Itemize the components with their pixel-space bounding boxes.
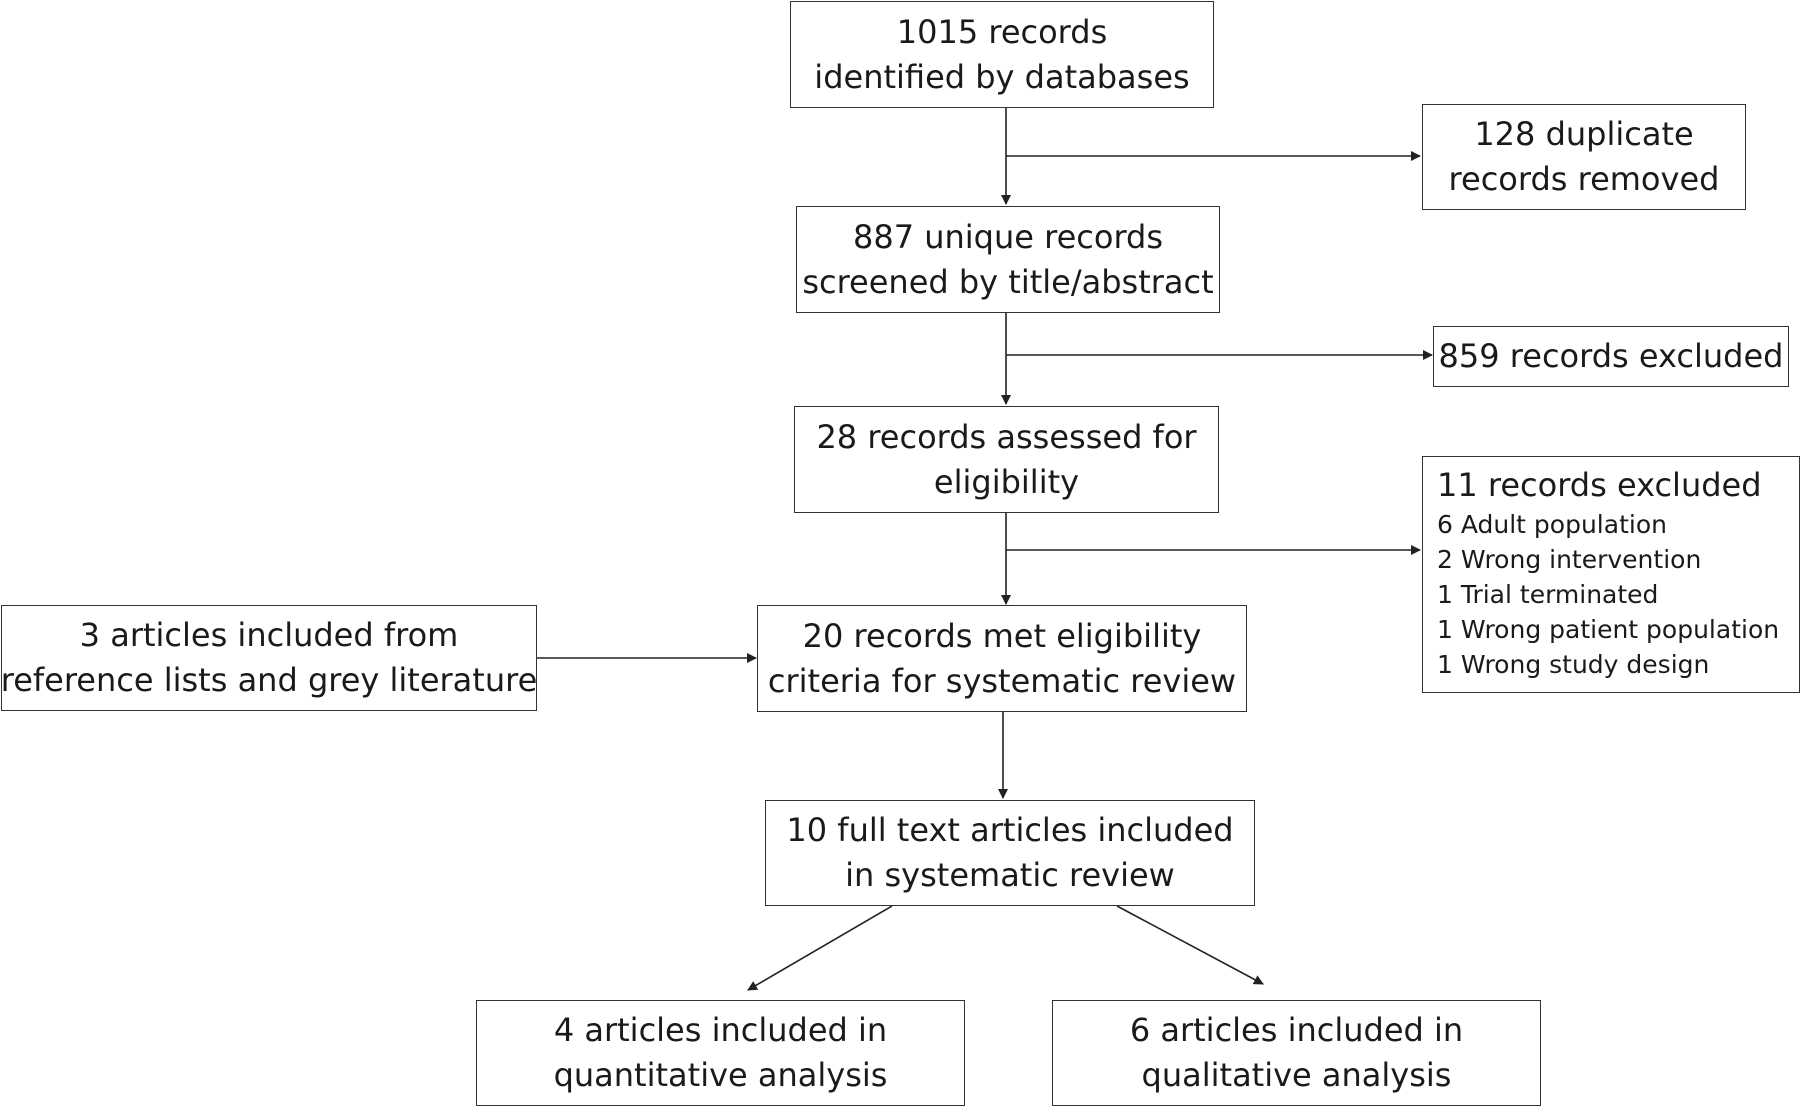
box-line: 3 articles included from — [79, 616, 459, 654]
box-line: qualitative analysis — [1141, 1056, 1452, 1094]
full-text-included-box: 10 full text articles included in system… — [765, 800, 1255, 906]
exclusion-reason: 1 Trial terminated — [1437, 580, 1659, 609]
box-line: 28 records assessed for — [816, 417, 1197, 456]
box-line: identified by databases — [814, 57, 1190, 96]
box-line: screened by title/abstract — [802, 262, 1214, 301]
qualitative-analysis-box: 6 articles included in qualitative analy… — [1052, 1000, 1541, 1106]
arrow-included-to-quantitative — [747, 905, 893, 991]
exclusion-reason: 6 Adult population — [1437, 510, 1667, 539]
box-line: 20 records met eligibility — [802, 616, 1202, 655]
quantitative-analysis-box: 4 articles included in quantitative anal… — [476, 1000, 965, 1106]
box-line: 4 articles included in — [553, 1011, 888, 1049]
box-line: records removed — [1448, 160, 1720, 198]
excluded-screening-box: 859 records excluded — [1433, 326, 1789, 387]
additional-articles-box: 3 articles included from reference lists… — [1, 605, 537, 711]
box-line: 1015 records — [896, 12, 1108, 51]
box-line: 887 unique records — [852, 217, 1164, 256]
box-line: 128 duplicate — [1474, 115, 1694, 153]
exclusion-reason: 2 Wrong intervention — [1437, 545, 1702, 574]
duplicates-removed-box: 128 duplicate records removed — [1422, 104, 1746, 210]
exclusion-reason: 1 Wrong study design — [1437, 650, 1710, 679]
exclusion-reason: 1 Wrong patient population — [1437, 615, 1780, 644]
box-line: reference lists and grey literature — [0, 661, 538, 699]
box-line: 6 articles included in — [1129, 1011, 1464, 1049]
records-identified-box: 1015 records identified by databases — [790, 1, 1214, 108]
excluded-eligibility-box: 11 records excluded 6 Adult population 2… — [1422, 456, 1800, 693]
box-line: 10 full text articles included — [786, 811, 1234, 849]
arrow-included-to-qualitative — [1116, 905, 1264, 985]
box-line: quantitative analysis — [553, 1056, 888, 1094]
box-line: criteria for systematic review — [767, 661, 1237, 700]
box-line: eligibility — [933, 462, 1080, 501]
met-criteria-box: 20 records met eligibility criteria for … — [757, 605, 1247, 712]
records-screened-box: 887 unique records screened by title/abs… — [796, 206, 1220, 313]
box-line: 859 records excluded — [1438, 337, 1784, 375]
box-line: in systematic review — [845, 856, 1175, 894]
records-assessed-box: 28 records assessed for eligibility — [794, 406, 1219, 513]
excluded-eligibility-title: 11 records excluded — [1437, 466, 1762, 504]
